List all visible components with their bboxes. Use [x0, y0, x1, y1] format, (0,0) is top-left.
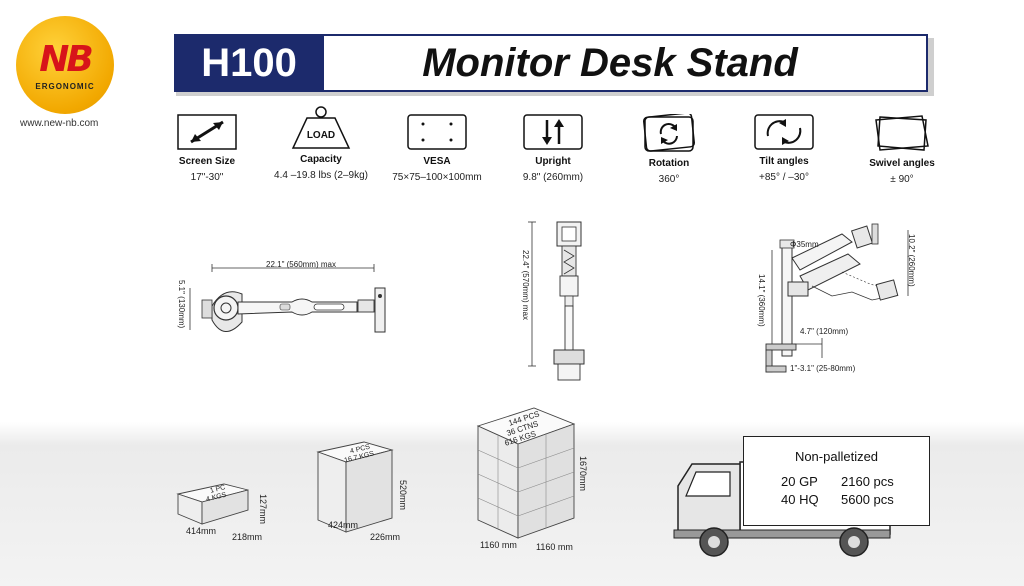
carton-drawing	[316, 441, 394, 533]
spec-vesa: VESA 75×75–100×100mm	[377, 114, 497, 183]
spec-value: 17"-30"	[190, 172, 224, 183]
top-height-label: 5.1" (130mm)	[177, 280, 186, 329]
front-view-diagram	[528, 221, 585, 381]
website-url: www.new-nb.com	[20, 118, 99, 129]
container-qty: 2160 pcs	[841, 474, 894, 489]
page-title: Monitor Desk Stand	[422, 40, 798, 85]
spec-value: 360°	[658, 174, 680, 185]
spec-screen-size: Screen Size 17"-30"	[147, 114, 267, 183]
container-info-box	[743, 436, 930, 526]
single-width: 218mm	[232, 532, 263, 542]
spec-value: 9.8" (260mm)	[522, 172, 584, 183]
logo-subtitle: ERGONOMIC	[35, 82, 95, 91]
spec-value: 4.4 –19.8 lbs (2–9kg)	[274, 170, 368, 181]
spec-label: Rotation	[648, 158, 690, 169]
spec-value: +85° / –30°	[759, 172, 809, 183]
side-reach-label: 4.7" (120mm)	[800, 327, 849, 336]
single-length: 414mm	[186, 526, 217, 536]
pallet-width: 1160 mm	[536, 542, 573, 552]
spec-swivel: Swivel angles ± 90°	[842, 114, 962, 185]
spec-label: Swivel angles	[869, 158, 935, 169]
container-type: 40 HQ	[781, 492, 819, 507]
side-clamp-label: 1"-3.1" (25-80mm)	[790, 364, 856, 373]
spec-upright: Upright 9.8" (260mm)	[493, 114, 613, 183]
carton-height: 520mm	[398, 480, 408, 511]
container-title: Non-palletized	[794, 449, 879, 464]
spec-label: Tilt angles	[759, 156, 809, 167]
side-pole-height-label: 14.1" (360mm)	[757, 274, 766, 327]
spec-value: 75×75–100×100mm	[392, 172, 482, 183]
top-length-label: 22.1" (560mm) max	[266, 260, 336, 269]
spec-label: Screen Size	[178, 156, 236, 167]
spec-tilt: Tilt angles +85° / –30°	[724, 114, 844, 183]
vesa-pattern-icon	[407, 114, 467, 150]
container-qty: 5600 pcs	[841, 492, 894, 507]
single-box-drawing	[176, 483, 249, 525]
logo-mark: NB	[39, 39, 94, 80]
spec-rotation: Rotation 360°	[609, 114, 729, 185]
rotation-icon	[643, 114, 695, 152]
top-view-diagram	[189, 264, 386, 333]
weight-load-icon: LOAD	[291, 106, 351, 149]
model-badge: H100	[174, 34, 324, 92]
spec-capacity: LOAD Capacity 4.4 –19.8 lbs (2–9kg)	[261, 106, 381, 181]
load-icon-text: LOAD	[307, 130, 335, 141]
carton-width: 226mm	[370, 532, 401, 542]
spec-label: Upright	[535, 156, 571, 167]
pallet-height: 1670mm	[578, 456, 588, 492]
diagonal-arrow-icon	[177, 114, 237, 150]
carton-length: 424mm	[328, 520, 359, 530]
spec-label: Capacity	[300, 154, 342, 165]
single-height: 127mm	[258, 494, 268, 525]
pallet-length: 1160 mm	[480, 540, 517, 550]
tilt-icon	[754, 114, 814, 150]
container-type: 20 GP	[781, 474, 818, 489]
side-arm-height-label: 10.2" (260mm)	[907, 234, 916, 287]
spec-label: VESA	[423, 156, 451, 167]
swivel-icon	[875, 115, 929, 151]
side-view-diagram	[765, 223, 909, 373]
spec-value: ± 90°	[890, 174, 914, 185]
updown-arrows-icon	[523, 114, 583, 150]
brand-logo: NB ERGONOMIC	[16, 16, 114, 114]
pallet-drawing	[476, 407, 576, 539]
side-pole-label: Φ35mm	[790, 240, 819, 249]
front-height-label: 22.4" (570mm) max	[521, 250, 530, 320]
